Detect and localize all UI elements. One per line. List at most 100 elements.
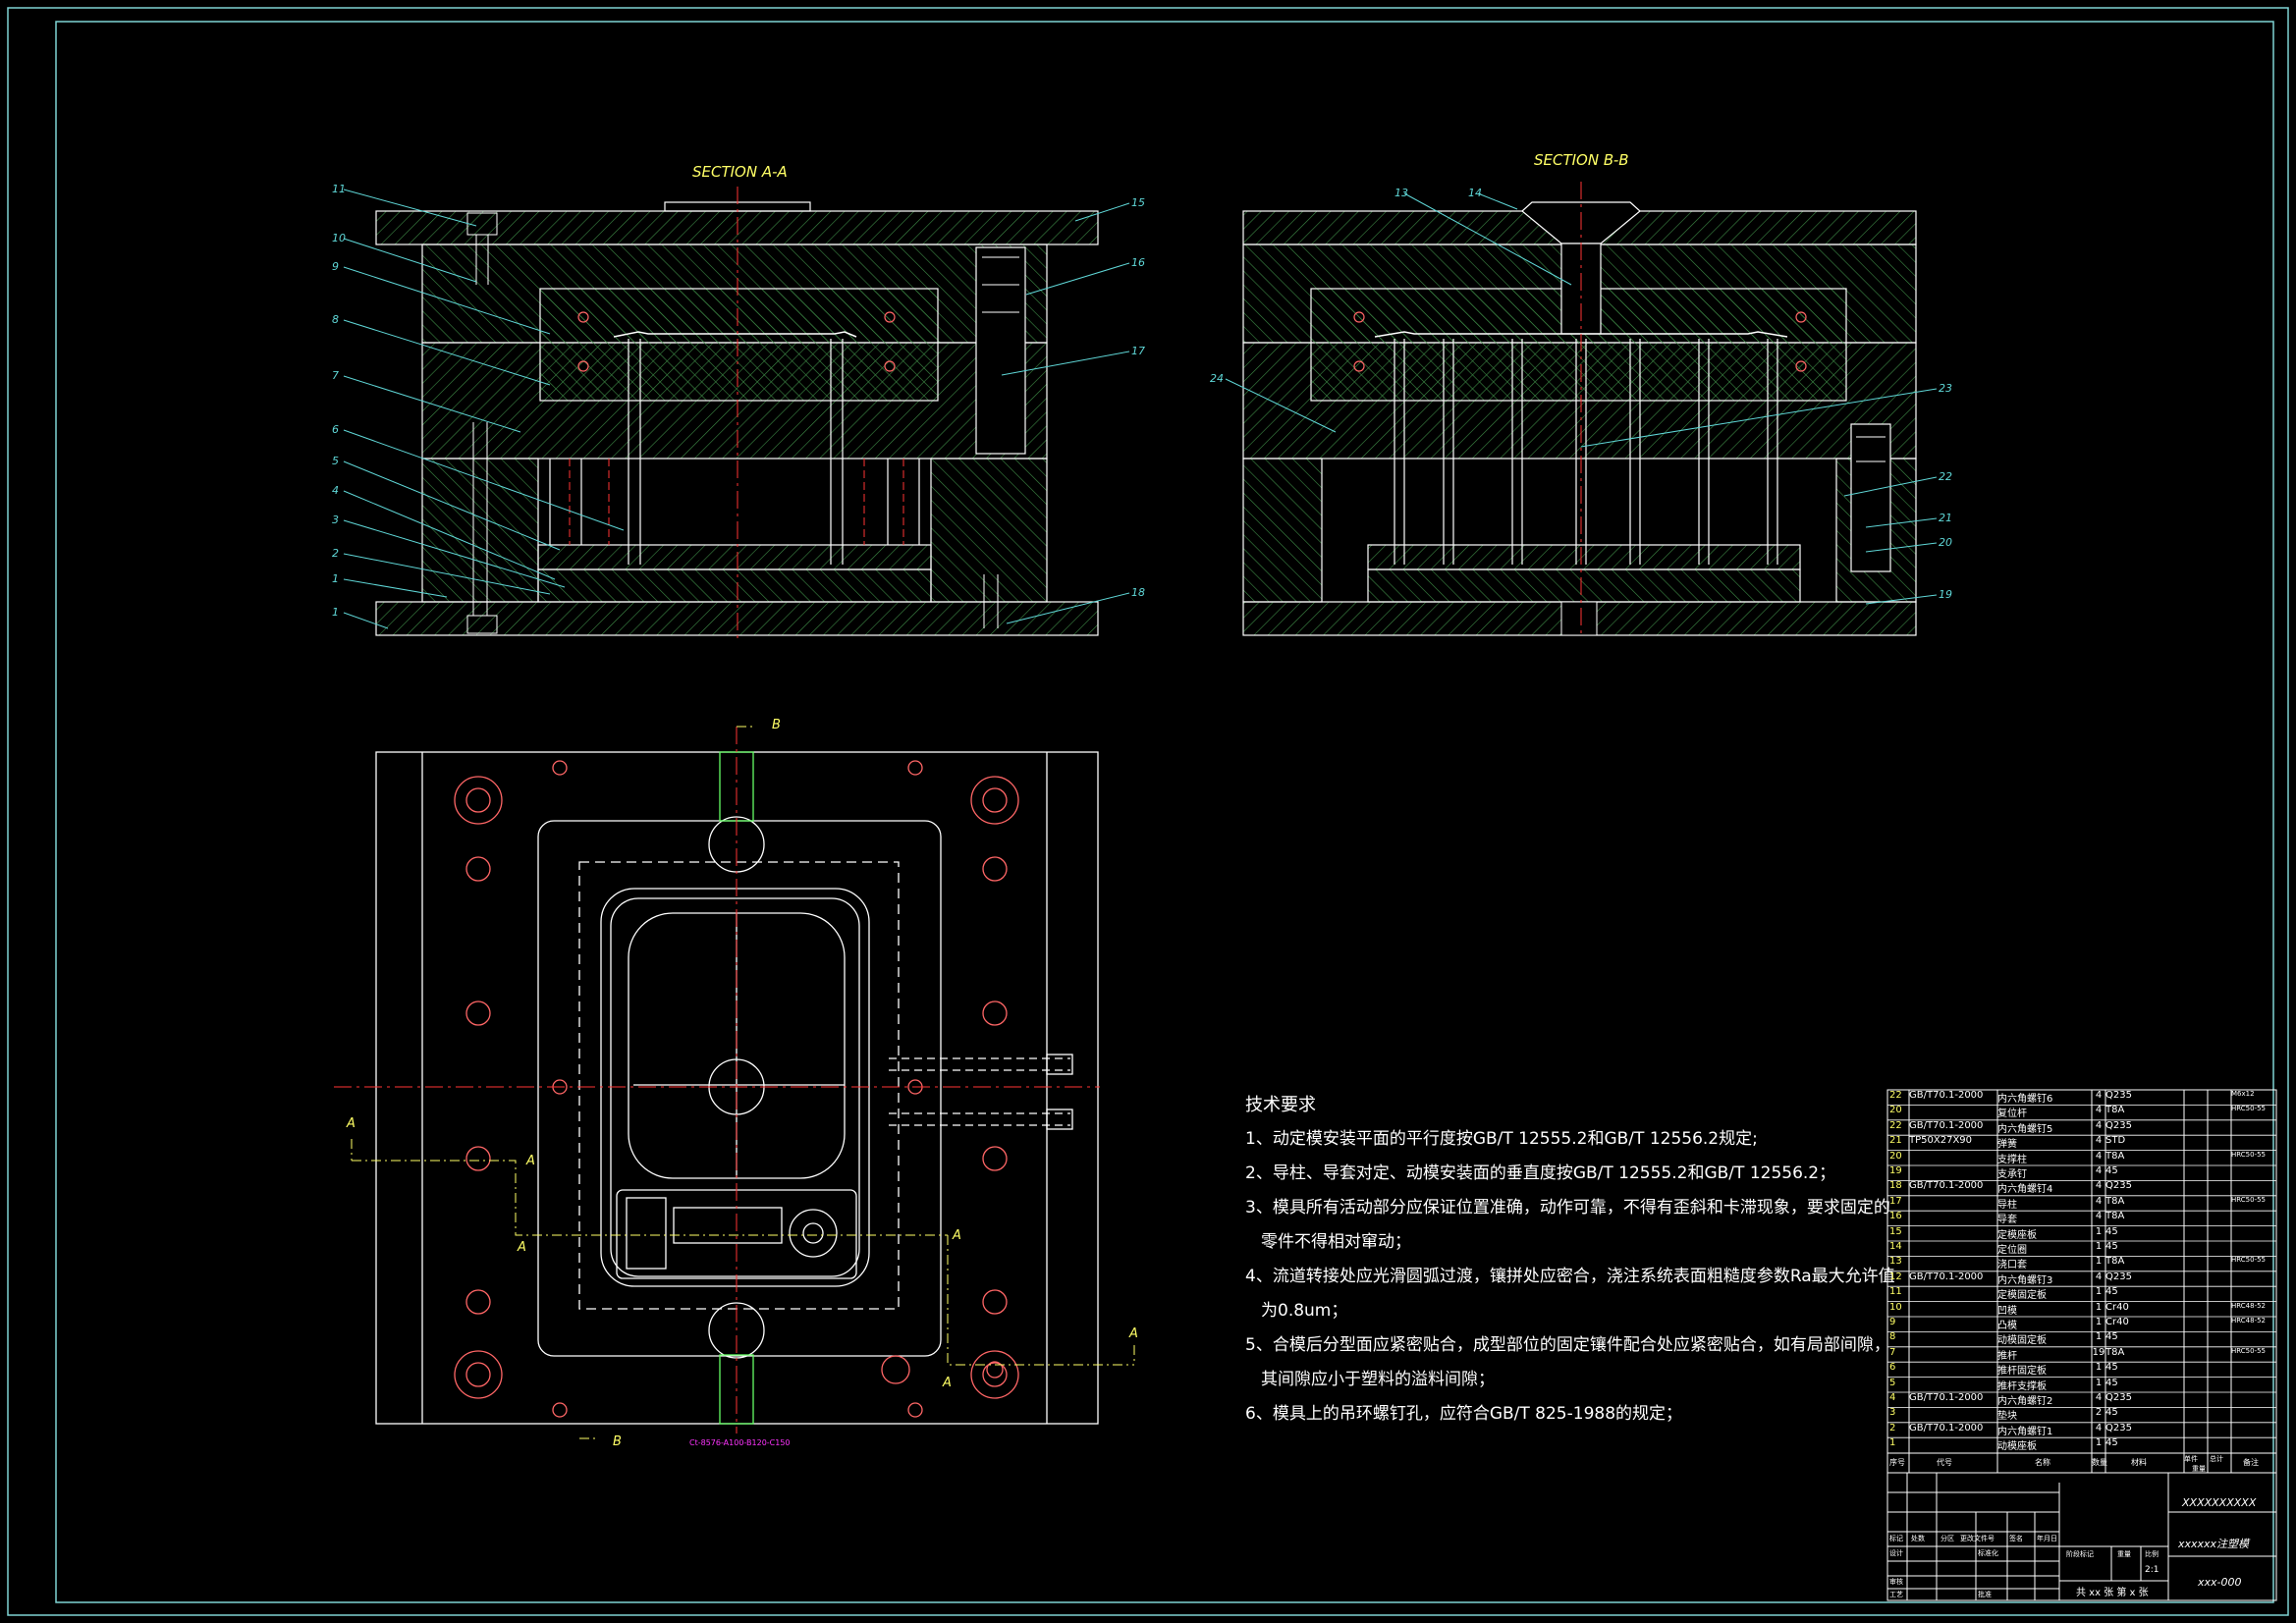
drawing-number: xxx-000 xyxy=(2198,1576,2242,1589)
bom-cell-qty: 4 xyxy=(2095,1195,2103,1207)
tech-line-3: 3、模具所有活动部分应保证位置准确，动作可靠，不得有歪斜和卡滞现象，要求固定的 xyxy=(1245,1198,1890,1217)
bom-cell-mat: 45 xyxy=(2105,1241,2118,1252)
row-label-5: 年月日 xyxy=(2037,1535,2057,1542)
bom-cell-mat: T8A xyxy=(2105,1105,2125,1116)
bom-cell-qty: 1 xyxy=(2095,1377,2103,1388)
balloon-12: 11 xyxy=(332,183,346,195)
bom-cell-note: HRC50-55 xyxy=(2231,1256,2267,1265)
bom-cell-no: 10 xyxy=(1889,1301,1902,1313)
bom-cell-no: 17 xyxy=(1889,1195,1902,1207)
bom-cell-name: 导套 xyxy=(1997,1215,2017,1226)
bom-cell-qty: 1 xyxy=(2095,1241,2103,1252)
balloon-labels-a: 11 10 9 8 7 6 5 4 3 2 1 1 15 16 17 18 xyxy=(332,183,1145,619)
bom-cell-qty: 1 xyxy=(2095,1286,2103,1298)
bom-header-weight: 重量 xyxy=(2192,1465,2206,1473)
bom-cell-note: HRC50-55 xyxy=(2231,1150,2267,1159)
bom-cell-qty: 4 xyxy=(2095,1135,2103,1147)
bom-cell-no: 18 xyxy=(1889,1180,1902,1192)
bom-cell-name: 凹模 xyxy=(1997,1305,2017,1317)
bom-cell-name: 定模座板 xyxy=(1997,1229,2037,1241)
bom-cell-qty: 19 xyxy=(2092,1346,2105,1358)
bom-cell-no: 7 xyxy=(1889,1346,1896,1358)
bom-cell-no: 22 xyxy=(1889,1119,1902,1131)
bom-cell-mat: 45 xyxy=(2105,1331,2118,1343)
bom-cell-note: HRC50-55 xyxy=(2231,1195,2267,1204)
balloon-14: 14 xyxy=(1468,187,1482,199)
marker-a-left3: A xyxy=(517,1240,526,1255)
bom-cell-note: HRC48-52 xyxy=(2231,1317,2267,1325)
ratio-label: 比例 xyxy=(2145,1550,2159,1558)
bom-cell-name: 导柱 xyxy=(1997,1199,2017,1211)
bom-cell-no: 5 xyxy=(1889,1377,1896,1388)
review-label: 审核 xyxy=(1889,1578,1903,1586)
bom-cell-note: HRC48-52 xyxy=(2231,1301,2267,1310)
bom-cell-mat: 45 xyxy=(2105,1225,2118,1237)
tech-title: 技术要求 xyxy=(1245,1095,1316,1115)
bom-cell-name: 推杆 xyxy=(1997,1350,2017,1362)
plan-center-lines xyxy=(334,727,1100,1434)
bom-cell-mat: T8A xyxy=(2105,1346,2125,1358)
bom-cell-std: GB/T70.1-2000 xyxy=(1909,1180,1984,1192)
bom-cell-std: GB/T70.1-2000 xyxy=(1909,1271,1984,1282)
balloon-21: 21 xyxy=(1939,512,1952,524)
bom-cell-qty: 4 xyxy=(2095,1211,2103,1222)
bom-cell-mat: T8A xyxy=(2105,1256,2125,1268)
bom-cell-no: 11 xyxy=(1889,1286,1902,1298)
balloon-18: 18 xyxy=(1131,586,1145,599)
bom-cell-name: 内六角螺钉5 xyxy=(1997,1123,2053,1135)
inner-border xyxy=(55,21,2274,1603)
bom-cell-qty: 4 xyxy=(2095,1180,2103,1192)
bom-cell-mat: Q235 xyxy=(2105,1271,2132,1282)
part-label: Ct-8576-A100-B120-C150 xyxy=(689,1438,791,1447)
balloon-22: 22 xyxy=(1939,470,1952,483)
bom-cell-mat: Cr40 xyxy=(2105,1301,2129,1313)
bom-cell-mat: Q235 xyxy=(2105,1392,2132,1403)
bom-cell-name: 定模固定板 xyxy=(1997,1290,2047,1302)
bom-cell-no: 1 xyxy=(1889,1437,1896,1449)
bom-cell-qty: 4 xyxy=(2095,1150,2103,1162)
bom-cell-qty: 4 xyxy=(2095,1105,2103,1116)
bom-cell-no: 16 xyxy=(1889,1211,1902,1222)
bom-cell-name: 动模座板 xyxy=(1997,1441,2037,1453)
bom-cell-no: 4 xyxy=(1889,1392,1896,1403)
bom-cell-qty: 1 xyxy=(2095,1437,2103,1449)
bom-cell-name: 内六角螺钉3 xyxy=(1997,1274,2053,1286)
marker-b-top: B xyxy=(772,718,781,732)
balloon-11: 10 xyxy=(332,232,346,244)
bom-cell-qty: 4 xyxy=(2095,1271,2103,1282)
bom-cell-qty: 1 xyxy=(2095,1256,2103,1268)
bom-cell-name: 支撑柱 xyxy=(1997,1154,2027,1165)
bom-cell-std: GB/T70.1-2000 xyxy=(1909,1392,1984,1403)
marker-a-right: A xyxy=(952,1228,961,1243)
bom-cell-name: 内六角螺钉1 xyxy=(1997,1426,2053,1437)
bom-header-std: 代号 xyxy=(1937,1458,1952,1467)
bom-cell-name: 内六角螺钉4 xyxy=(1997,1184,2053,1196)
bom-cell-qty: 4 xyxy=(2095,1165,2103,1176)
balloon-23: 23 xyxy=(1939,382,1952,395)
bom-cell-no: 2 xyxy=(1889,1422,1896,1434)
sheet-count: 共 xx 张 第 x 张 xyxy=(2076,1588,2149,1598)
bom-cell-no: 3 xyxy=(1889,1407,1896,1419)
balloon-labels-b: 13 14 24 23 22 21 20 19 xyxy=(1210,187,1952,601)
bom-cell-std: GB/T70.1-2000 xyxy=(1909,1090,1984,1101)
marker-a-right3: A xyxy=(1128,1326,1138,1341)
bom-cell-no: 21 xyxy=(1889,1135,1902,1147)
bom-cell-no: 12 xyxy=(1889,1271,1902,1282)
tech-line-6: 6、模具上的吊环螺钉孔，应符合GB/T 825-1988的规定； xyxy=(1245,1404,1683,1424)
bom-cell-no: 15 xyxy=(1889,1225,1902,1237)
bom-header-no: 序号 xyxy=(1889,1458,1905,1467)
bom-cell-mat: Cr40 xyxy=(2105,1317,2129,1327)
bom-cell-mat: T8A xyxy=(2105,1211,2125,1222)
marker-b-bottom: B xyxy=(613,1434,622,1449)
bom-cell-mat: 45 xyxy=(2105,1377,2118,1388)
scale-value: 2:1 xyxy=(2145,1565,2159,1575)
